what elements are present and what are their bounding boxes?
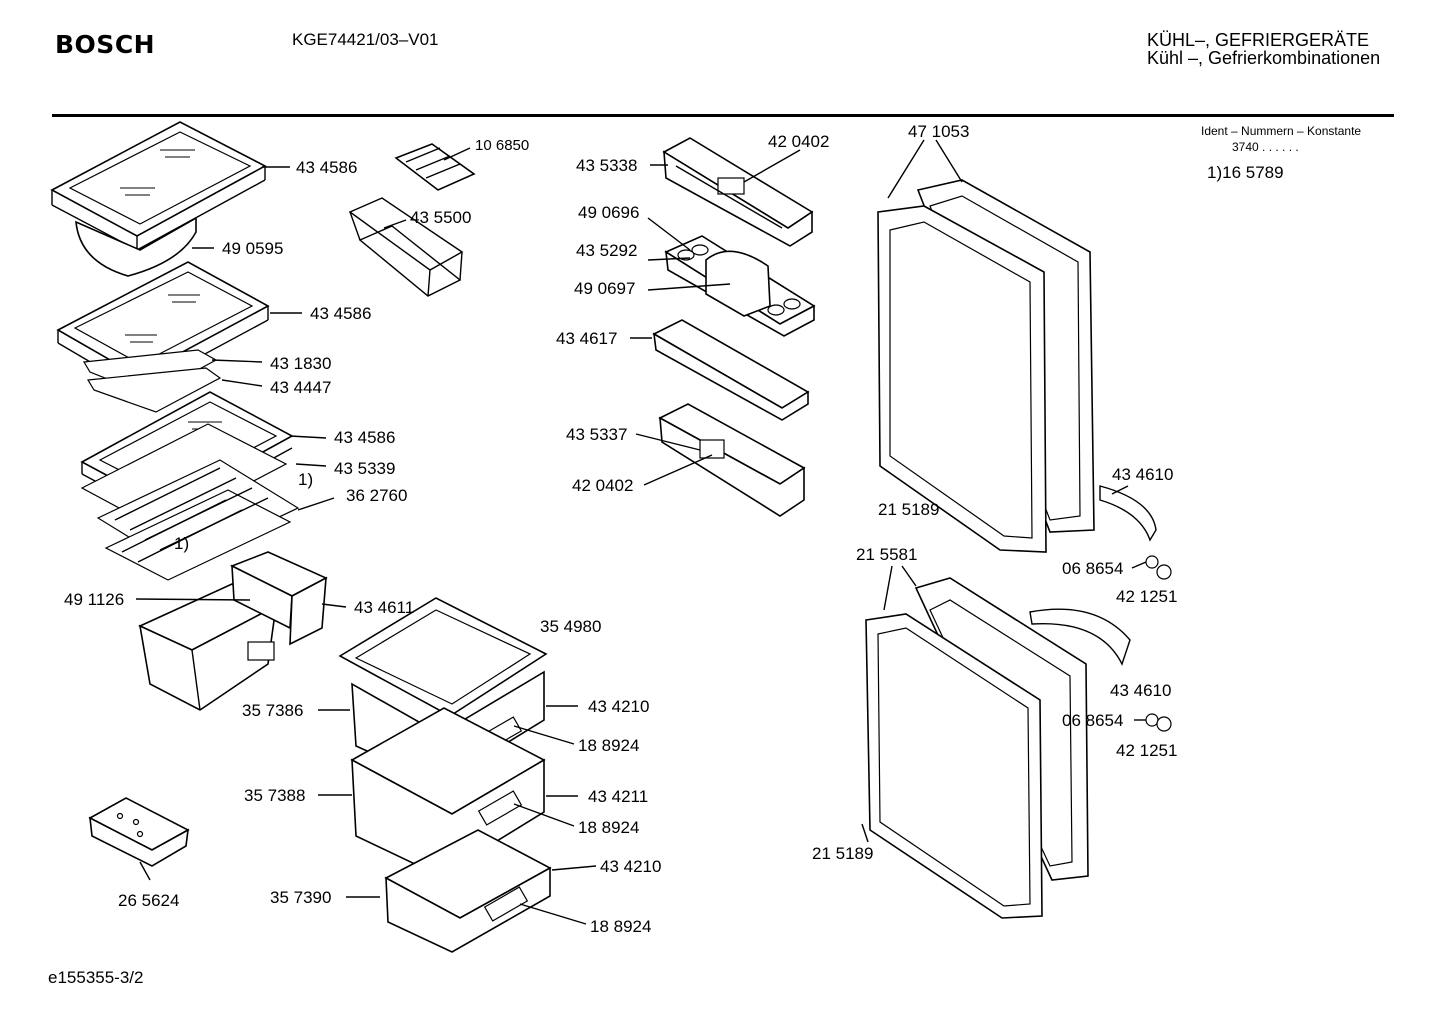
document-id: e155355-3/2	[48, 968, 144, 987]
header-divider	[52, 114, 1394, 117]
evaporator-plate-grid	[96, 459, 300, 581]
shelf-trim-pieces	[83, 349, 222, 413]
part-label: 42 1251	[1116, 741, 1177, 760]
leader-lines	[135, 139, 1147, 925]
part-label: 06 8654	[1062, 559, 1123, 578]
part-label: 43 5339	[334, 459, 395, 478]
bin-divider	[230, 551, 328, 646]
part-label: 43 1830	[270, 354, 331, 373]
footnote-marker: 1)	[298, 470, 313, 489]
category-title: KÜHL–, GEFRIERGERÄTE	[1147, 30, 1370, 50]
door-rack-1	[662, 137, 814, 247]
part-label: 43 5500	[410, 208, 471, 227]
ident-reference: 1)16 5789	[1207, 163, 1284, 182]
brand-logo: BOSCH	[55, 30, 156, 59]
part-label: 49 1126	[64, 590, 124, 609]
crisper-cover-top	[75, 216, 197, 277]
part-label: 21 5581	[856, 545, 917, 564]
part-label: 43 4447	[270, 378, 331, 397]
door-rack-bottom	[658, 403, 806, 517]
egg-tray-and-divider	[664, 235, 816, 337]
part-label: 21 5189	[878, 500, 939, 519]
part-label: 18 8924	[590, 917, 651, 936]
part-label: 18 8924	[578, 736, 639, 755]
part-label: 18 8924	[578, 818, 639, 837]
part-labels: 43 4586 10 6850 43 5500 49 0595 43 4586 …	[64, 122, 1177, 936]
model-number: KGE74421/03–V01	[292, 30, 439, 49]
part-label: 43 4586	[310, 304, 371, 323]
category-subtitle: Kühl –, Gefrierkombinationen	[1147, 48, 1381, 68]
part-label: 36 2760	[346, 486, 407, 505]
part-label: 35 7386	[242, 701, 303, 720]
part-label: 43 4617	[556, 329, 617, 348]
part-label: 49 0595	[222, 239, 283, 258]
part-label: 47 1053	[908, 122, 969, 141]
footnote-marker: 1)	[174, 534, 189, 553]
part-label: 42 0402	[768, 132, 829, 151]
part-label: 43 5292	[576, 241, 637, 260]
part-label: 42 1251	[1116, 587, 1177, 606]
battery-box	[88, 797, 190, 867]
fridge-door-gasket	[877, 205, 1047, 553]
part-label: 43 4586	[334, 428, 395, 447]
ice-cube-tray	[394, 143, 476, 191]
freezer-drawer-middle	[350, 707, 546, 877]
part-label: 35 7388	[244, 786, 305, 805]
part-label: 43 4610	[1110, 681, 1171, 700]
part-label: 26 5624	[118, 891, 179, 910]
part-label: 43 5338	[576, 156, 637, 175]
part-label: 43 4611	[354, 598, 414, 617]
part-label: 43 4610	[1112, 465, 1173, 484]
part-label: 43 4586	[296, 158, 357, 177]
part-label: 43 5337	[566, 425, 627, 444]
part-label: 10 6850	[475, 137, 529, 154]
part-label: 35 4980	[540, 617, 601, 636]
ident-value: 3740 . . . . . .	[1232, 140, 1299, 154]
part-label: 35 7390	[270, 888, 331, 907]
door-handles	[1029, 485, 1172, 732]
part-label: 06 8654	[1062, 711, 1123, 730]
wire-bottle-rack	[348, 197, 464, 297]
part-label: 43 4210	[588, 697, 649, 716]
part-label: 49 0696	[578, 203, 639, 222]
freezer-door-gasket	[865, 613, 1043, 919]
part-label: 43 4210	[600, 857, 661, 876]
freezer-drawer-bottom	[384, 829, 552, 953]
ident-title: Ident – Nummern – Konstante	[1201, 124, 1362, 138]
part-label: 43 4211	[588, 787, 648, 806]
part-label: 42 0402	[572, 476, 633, 495]
glass-shelf-top	[50, 121, 267, 251]
part-label: 21 5189	[812, 844, 873, 863]
part-label: 49 0697	[574, 279, 635, 298]
door-rack-shallow	[652, 319, 810, 421]
